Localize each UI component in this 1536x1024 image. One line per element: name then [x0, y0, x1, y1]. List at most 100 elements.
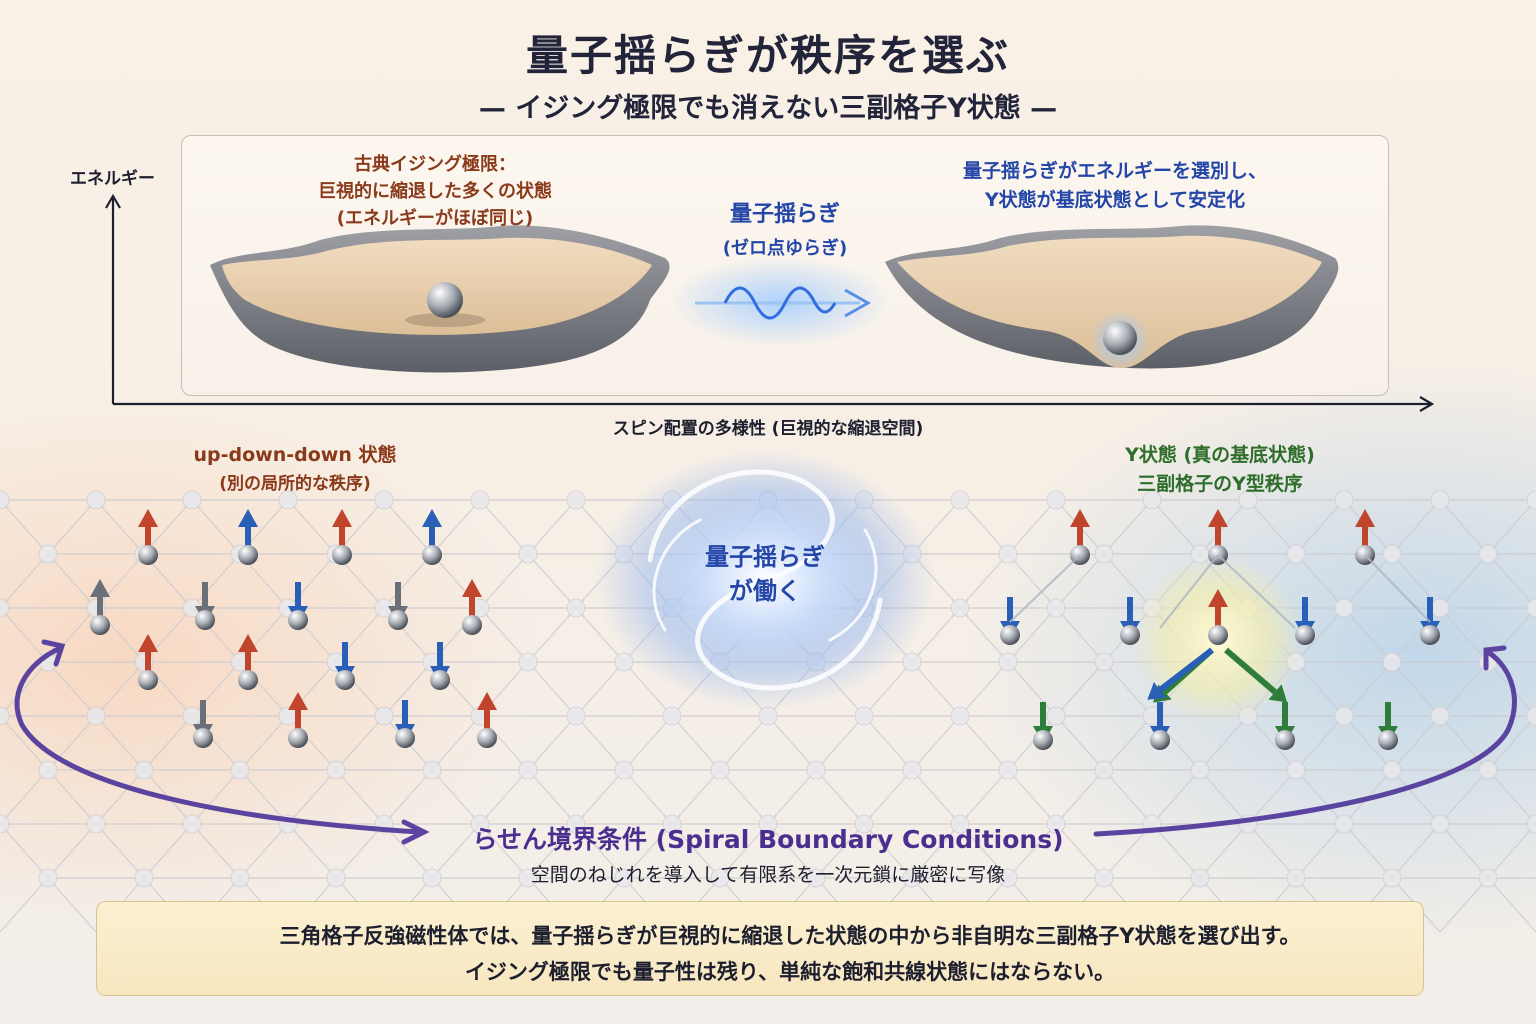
lattice-bond: [1439, 499, 1489, 555]
lattice-bond: [0, 661, 49, 717]
lattice-site: [0, 706, 10, 726]
lattice-bond: [1007, 715, 1057, 771]
page-subtitle: — イジング極限でも消えない三副格子Y状態 —: [478, 93, 1058, 124]
lattice-bond: [1391, 661, 1441, 717]
fluctuation-line: 量子揺らぎ: [729, 202, 840, 227]
lattice-site: [1286, 760, 1306, 780]
spin-down-arrow: [395, 700, 415, 748]
lattice-bond: [1487, 877, 1536, 933]
lattice-bond: [911, 715, 961, 771]
spin-down-arrow: [1000, 597, 1020, 645]
lattice-bond: [527, 769, 577, 825]
lattice-bond: [95, 661, 145, 717]
lattice-site: [1046, 814, 1066, 834]
lattice-bond: [335, 715, 385, 771]
spin-up-arrow: [90, 579, 110, 635]
udd-line: up-down-down 状態: [193, 444, 397, 466]
lattice-bond: [0, 823, 49, 879]
lattice-bond: [1343, 553, 1393, 609]
lattice-bond: [1007, 661, 1057, 717]
lattice-bond: [95, 823, 145, 879]
lattice-bond: [1343, 715, 1393, 771]
lattice-bond: [623, 823, 673, 879]
lattice-bond: [479, 499, 529, 555]
lattice-bond: [1199, 715, 1249, 771]
lattice-site: [374, 706, 394, 726]
lattice-site: [134, 760, 154, 780]
lattice-site: [950, 490, 970, 510]
lattice-bond: [1439, 877, 1489, 933]
lattice-site: [1430, 490, 1450, 510]
lattice-site: [902, 652, 922, 672]
lattice-bond: [143, 823, 193, 879]
lattice-site: [1334, 490, 1354, 510]
page-title: 量子揺らぎが秩序を選ぶ: [525, 31, 1010, 80]
lattice-bond: [959, 499, 1009, 555]
lattice-bond: [575, 823, 625, 879]
lattice-site: [566, 598, 586, 618]
lattice-site: [662, 706, 682, 726]
lattice-site: [182, 490, 202, 510]
lattice-bond: [911, 769, 961, 825]
lattice-site: [1526, 598, 1536, 618]
lattice-site: [950, 706, 970, 726]
lattice-bond: [239, 823, 289, 879]
lattice-bond: [479, 553, 529, 609]
lattice-site: [998, 544, 1018, 564]
lattice-bond: [1055, 715, 1105, 771]
lattice-site: [470, 490, 490, 510]
lattice-bond: [0, 553, 49, 609]
lattice-bond: [527, 607, 577, 663]
lattice-site: [1430, 814, 1450, 834]
lattice-site: [1142, 490, 1162, 510]
lattice-bond: [1295, 607, 1345, 663]
classical-limit-caption: 古典イジング極限： 巨視的に縮退した多くの状態 (エネルギーがほぼ同じ): [260, 151, 610, 232]
lattice-site: [182, 814, 202, 834]
lattice-bond: [383, 823, 433, 879]
lattice-bond: [1055, 553, 1105, 609]
udd-line: (別の局所的な秩序): [219, 474, 371, 494]
lattice-bond: [1343, 661, 1393, 717]
lattice-site: [1094, 868, 1114, 888]
lattice-site: [950, 598, 970, 618]
lattice-site: [566, 706, 586, 726]
lattice-site: [1526, 814, 1536, 834]
spin-up-arrow: [238, 634, 258, 690]
spin-up-arrow: [332, 509, 352, 565]
lattice-bond: [1103, 661, 1153, 717]
lattice-site: [902, 760, 922, 780]
quantum-selection-line: 量子揺らぎがエネルギーを選別し、: [962, 160, 1267, 182]
lattice-site: [854, 814, 874, 834]
lattice-bond: [1055, 607, 1105, 663]
lattice-bond: [1247, 715, 1297, 771]
lattice-site: [758, 814, 778, 834]
udd-state-caption: up-down-down 状態 (別の局所的な秩序): [150, 441, 440, 499]
lattice-bond: [767, 769, 817, 825]
flat-shell-landscape: [210, 225, 670, 373]
lattice-bond: [0, 715, 49, 771]
spiral-boundary-subtitle: 空間のねじれを導入して有限系を一次元鎖に厳密に写像: [530, 864, 1006, 886]
lattice-site: [1094, 544, 1114, 564]
lattice-site: [278, 490, 298, 510]
lattice-bond: [431, 715, 481, 771]
spin-down-arrow: [195, 582, 215, 630]
spin-down-arrow: [193, 700, 213, 748]
lattice-bond: [1247, 499, 1297, 555]
lattice-site: [1334, 814, 1354, 834]
lattice-bond: [479, 607, 529, 663]
spin-down-arrow: [388, 582, 408, 630]
lattice-bond: [527, 715, 577, 771]
lattice-bond: [143, 715, 193, 771]
lattice-site: [998, 868, 1018, 888]
spin-tilted-arrow: [1147, 647, 1214, 700]
lattice-site: [470, 814, 490, 834]
lattice-bond: [527, 823, 577, 879]
spin-down-arrow: [1033, 702, 1053, 750]
lattice-bond: [47, 661, 97, 717]
lattice-bond: [575, 607, 625, 663]
lattice-site: [1334, 598, 1354, 618]
lattice-bond: [911, 607, 961, 663]
lattice-bond: [1295, 499, 1345, 555]
lattice-bond: [191, 823, 241, 879]
lattice-site: [518, 760, 538, 780]
